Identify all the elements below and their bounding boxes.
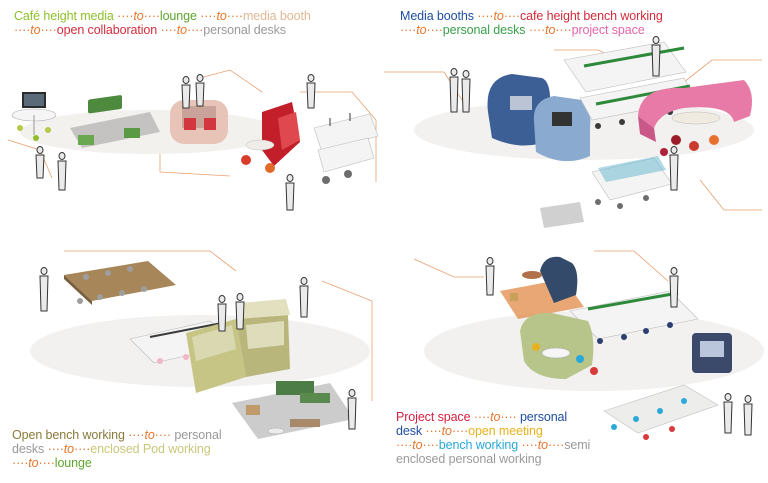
- caption-segment: ····: [226, 9, 243, 23]
- caption-segment: Café height media: [14, 9, 118, 23]
- caption-segment: ····: [12, 456, 29, 470]
- caption-segment: Open bench working: [12, 428, 129, 442]
- caption-segment: to: [144, 428, 155, 442]
- caption-line-1: Project space ····to···· personal: [396, 410, 590, 424]
- caption-segment: ····: [521, 438, 538, 452]
- caption-line-1: Open bench working ····to···· personal: [12, 428, 222, 442]
- caption-segment: to: [63, 442, 75, 456]
- caption-line-2: desks ····to····enclosed Pod working: [12, 442, 222, 456]
- caption-segment: ····: [154, 428, 175, 442]
- caption-segment: to: [133, 9, 144, 23]
- caption-segment: Media booths: [400, 9, 478, 23]
- caption-segment: ····: [160, 23, 177, 37]
- person-figures: [39, 267, 357, 430]
- caption-segment: ····: [422, 438, 439, 452]
- caption-segment: ····: [426, 23, 443, 37]
- caption-segment: to: [216, 9, 227, 23]
- caption-line-3: ····to····lounge: [12, 456, 222, 470]
- person-figures: [35, 74, 316, 211]
- caption-segment: desk: [396, 424, 426, 438]
- caption-segment: personal: [519, 410, 568, 424]
- caption-media-booths-to-project-space: Media booths ····to····cafe height bench…: [400, 9, 663, 37]
- caption-segment: ····: [187, 23, 204, 37]
- caption-open-bench-to-lounge: Open bench working ····to···· personal d…: [12, 428, 222, 470]
- caption-segment: open collaboration: [56, 23, 161, 37]
- caption-segment: ····: [128, 428, 145, 442]
- caption-segment: ····: [547, 438, 565, 452]
- caption-segment: to: [412, 438, 423, 452]
- caption-segment: ····: [425, 424, 442, 438]
- office-illustration-2: [384, 36, 762, 228]
- caption-segment: lounge: [54, 456, 92, 470]
- caption-segment: ····: [200, 9, 217, 23]
- caption-segment: enclosed personal working: [396, 452, 542, 466]
- caption-segment: to: [537, 438, 548, 452]
- panel-open-bench-to-lounge: Open bench working ····to···· personal d…: [0, 241, 384, 483]
- caption-cafe-to-personal-desks: Café height media ····to····lounge ····t…: [14, 9, 311, 37]
- caption-segment: personal: [174, 428, 222, 442]
- panel-media-booths-to-project-space: Media booths ····to····cafe height bench…: [384, 0, 768, 241]
- caption-segment: to: [28, 456, 39, 470]
- caption-segment: Project space: [396, 410, 474, 424]
- caption-segment: to: [176, 23, 187, 37]
- caption-segment: to: [441, 424, 452, 438]
- caption-segment: enclosed Pod working: [90, 442, 211, 456]
- caption-line-2: desk ····to····open meeting: [396, 424, 590, 438]
- caption-segment: open meeting: [468, 424, 543, 438]
- caption-segment: ····: [473, 410, 491, 424]
- caption-segment: ····: [477, 9, 494, 23]
- caption-segment: lounge: [159, 9, 201, 23]
- caption-segment: ····: [451, 424, 469, 438]
- office-illustration-3: [30, 250, 373, 439]
- office-illustration-4: [413, 250, 764, 440]
- caption-line-4: enclosed personal working: [396, 452, 590, 466]
- office-illustration-1: [7, 69, 379, 211]
- caption-segment: semi: [564, 438, 591, 452]
- caption-line-1: Café height media ····to····lounge ····t…: [14, 9, 311, 23]
- caption-segment: to: [490, 410, 501, 424]
- caption-segment: ····: [400, 23, 417, 37]
- caption-segment: ····: [74, 442, 91, 456]
- caption-segment: cafe height bench working: [520, 9, 663, 23]
- caption-segment: ····: [528, 23, 546, 37]
- caption-line-3: ····to····bench working ····to····semi: [396, 438, 590, 452]
- caption-segment: bench working: [438, 438, 522, 452]
- caption-line-2: ····to····open collaboration ····to····p…: [14, 23, 311, 37]
- caption-segment: project space: [571, 23, 645, 37]
- caption-segment: ····: [38, 456, 55, 470]
- panel-project-space-to-semi-enclosed: Project space ····to···· personal desk ·…: [384, 241, 768, 483]
- caption-segment: desks: [12, 442, 48, 456]
- caption-segment: ····: [503, 9, 520, 23]
- panel-cafe-to-personal-desks: Café height media ····to····lounge ····t…: [0, 0, 384, 241]
- caption-segment: ····: [117, 9, 134, 23]
- caption-segment: media booth: [242, 9, 311, 23]
- caption-segment: ····: [143, 9, 160, 23]
- caption-line-1: Media booths ····to····cafe height bench…: [400, 9, 663, 23]
- person-figures: [485, 257, 753, 436]
- person-figures: [449, 36, 679, 191]
- caption-segment: ····: [396, 438, 413, 452]
- caption-segment: to: [416, 23, 427, 37]
- caption-segment: to: [30, 23, 41, 37]
- caption-segment: to: [493, 9, 504, 23]
- caption-segment: ····: [555, 23, 572, 37]
- caption-segment: ····: [47, 442, 64, 456]
- caption-segment: ····: [40, 23, 57, 37]
- caption-segment: ····: [14, 23, 31, 37]
- caption-segment: personal desks: [442, 23, 529, 37]
- caption-project-space-to-semi-enclosed: Project space ····to···· personal desk ·…: [396, 410, 590, 466]
- caption-segment: ····: [500, 410, 520, 424]
- caption-segment: to: [545, 23, 556, 37]
- caption-line-2: ····to····personal desks ····to····proje…: [400, 23, 663, 37]
- caption-segment: personal desks: [203, 23, 286, 37]
